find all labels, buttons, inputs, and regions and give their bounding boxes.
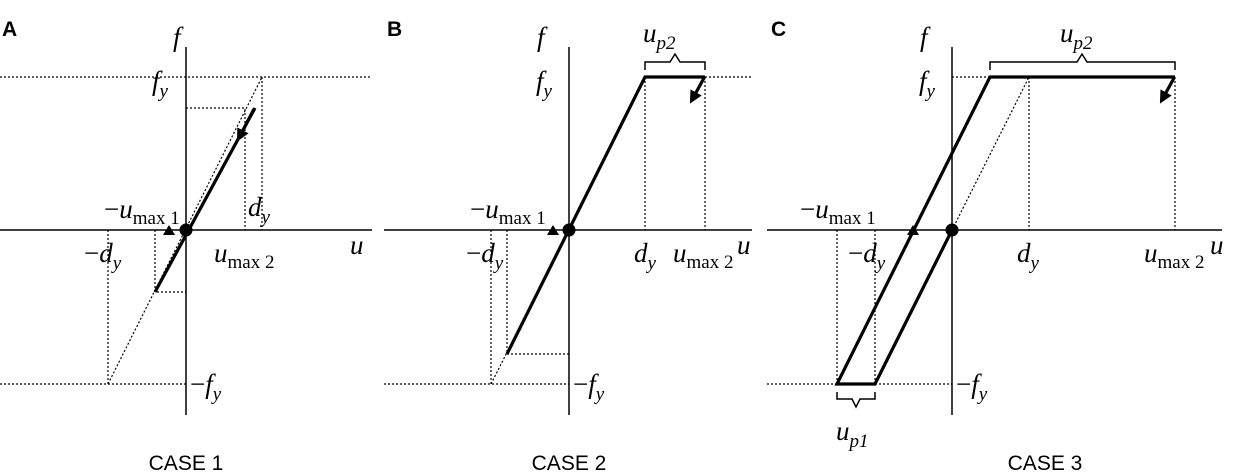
- neg-umax1-label: −umax 1: [470, 194, 546, 229]
- neg-dy-label: −dy: [466, 238, 504, 274]
- elastic-envelope: [107, 76, 263, 385]
- elastic-envelope: [490, 229, 570, 385]
- case-label: CASE 2: [532, 452, 607, 475]
- min-marker-triangle: [163, 225, 175, 235]
- up2-label: up2: [643, 18, 676, 54]
- elastic-envelope: [951, 76, 1030, 231]
- panel-letter: C: [771, 18, 786, 41]
- origin-marker-circle: [562, 223, 576, 237]
- umax2-label: umax 2: [1144, 238, 1204, 273]
- up1-label: up1: [836, 416, 869, 452]
- panel-c: C f u up2 up1 fy −fy dy −dy −umax 1 umax…: [767, 18, 1224, 475]
- panel-letter: A: [2, 18, 17, 41]
- panel-a: A f u fy −fy dy −dy −umax 1 umax 2 CASE …: [0, 18, 372, 475]
- up2-brace: [989, 52, 1176, 70]
- response-path: [834, 75, 1175, 386]
- fy-label: fy: [919, 66, 936, 102]
- x-axis-label: u: [350, 230, 364, 260]
- up2-label: up2: [1060, 18, 1093, 54]
- umax2-label: umax 2: [214, 238, 274, 273]
- peak-guide: [186, 107, 246, 230]
- panel-letter: B: [387, 18, 402, 41]
- x-axis-label: u: [1210, 230, 1224, 260]
- neg-fy-label: −fy: [190, 369, 222, 405]
- dy-label: dy: [248, 192, 271, 228]
- origin-marker-circle: [945, 223, 959, 237]
- dy-label: dy: [1017, 238, 1040, 274]
- unloading-arrow: [689, 77, 706, 104]
- neg-dy-label: −dy: [84, 238, 122, 274]
- neg-fy-label: −fy: [573, 369, 605, 405]
- y-axis-label: f: [537, 22, 548, 52]
- x-axis-label: u: [737, 230, 751, 260]
- zero-force-marker-triangle: [907, 225, 919, 235]
- neg-fy-label: −fy: [956, 369, 988, 405]
- neg-umax1-label: −umax 1: [104, 194, 180, 229]
- up2-brace: [644, 52, 706, 70]
- fy-label: fy: [536, 66, 553, 102]
- min-marker-triangle: [547, 225, 559, 235]
- loading-arrow: [237, 108, 256, 142]
- origin-marker-circle: [179, 223, 193, 237]
- y-axis-label: f: [920, 22, 931, 52]
- case-label: CASE 3: [1008, 452, 1083, 475]
- neg-umax1-label: −umax 1: [800, 194, 876, 229]
- fy-label: fy: [152, 66, 169, 102]
- neg-dy-label: −dy: [848, 238, 886, 274]
- response-path: [505, 75, 705, 355]
- y-axis-label: f: [173, 22, 184, 52]
- unloading-arrow: [1159, 77, 1176, 104]
- case-label: CASE 1: [149, 452, 224, 475]
- umax2-label: umax 2: [673, 238, 733, 273]
- panel-b: B f u up2 fy −fy dy −dy −umax 1 umax 2 C…: [384, 18, 752, 475]
- dy-label: dy: [634, 238, 657, 274]
- up1-brace: [836, 392, 876, 409]
